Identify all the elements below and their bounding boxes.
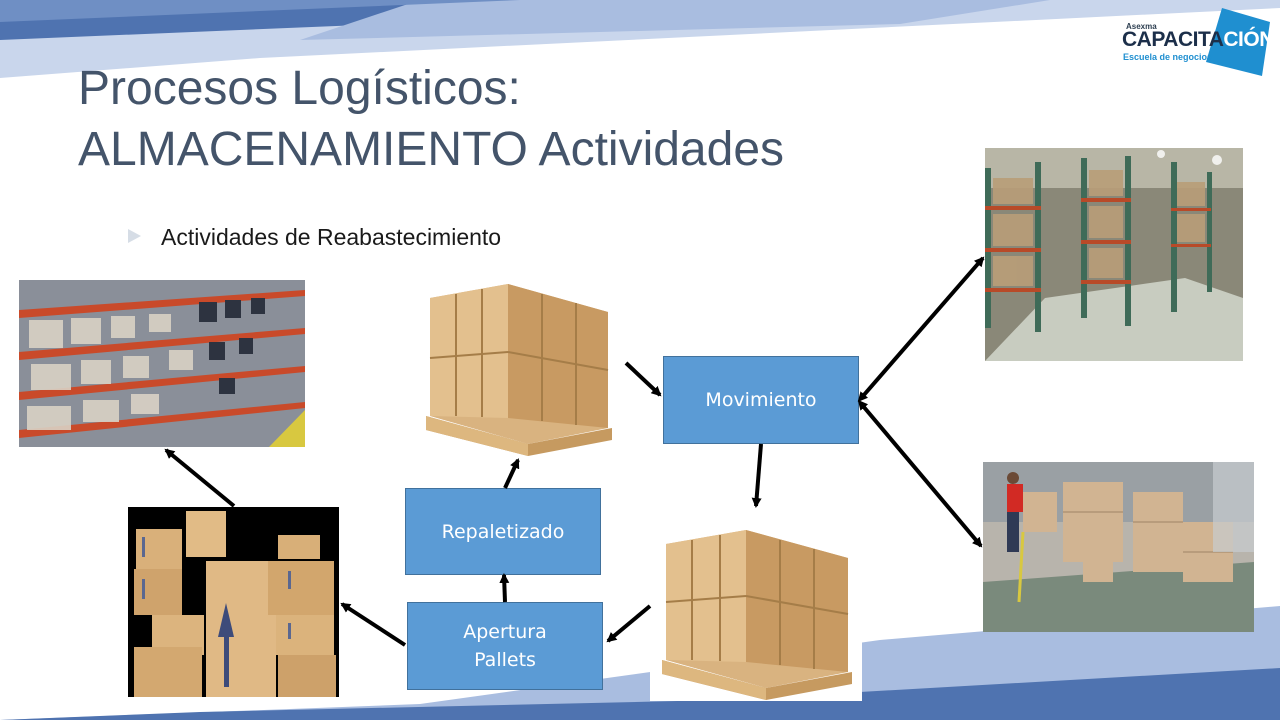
bullet-item: Actividades de Reabastecimiento [128, 224, 501, 251]
repaletizado-label: Repaletizado [441, 520, 565, 543]
movimiento-label: Movimiento [705, 389, 817, 411]
logo-prefix: Asexma [1126, 22, 1157, 31]
title-line-2: ALMACENAMIENTO Actividades [78, 123, 785, 176]
warehouse-shelving-photo [19, 280, 305, 447]
title-line-1: Procesos Logísticos: [78, 62, 521, 115]
capacitacion-logo: Asexma CAPACITACIÓN Escuela de negocios [1122, 4, 1274, 78]
pallet-boxes-photo-bottom [650, 510, 862, 701]
movimiento-box: Movimiento [663, 356, 859, 444]
apertura-label-line-2: Pallets [474, 649, 536, 671]
bullet-arrow-icon [128, 229, 141, 243]
apertura-label-line-1: Apertura [463, 621, 547, 643]
worker-floor-photo [983, 462, 1254, 632]
pallet-boxes-photo-top [418, 268, 618, 456]
logo-badge-icon [1206, 8, 1270, 76]
bullet-text: Actividades de Reabastecimiento [161, 224, 502, 250]
slide-title: Procesos Logísticos: ALMACENAMIENTO Acti… [78, 58, 784, 180]
stacked-boxes-photo [128, 507, 339, 697]
logo-brand: CAPACITACIÓN [1122, 28, 1274, 51]
warehouse-racks-photo [985, 148, 1243, 361]
repaletizado-box: Repaletizado [405, 488, 601, 575]
apertura-pallets-box: Apertura Pallets [407, 602, 603, 690]
logo-tagline: Escuela de negocios [1123, 52, 1213, 62]
